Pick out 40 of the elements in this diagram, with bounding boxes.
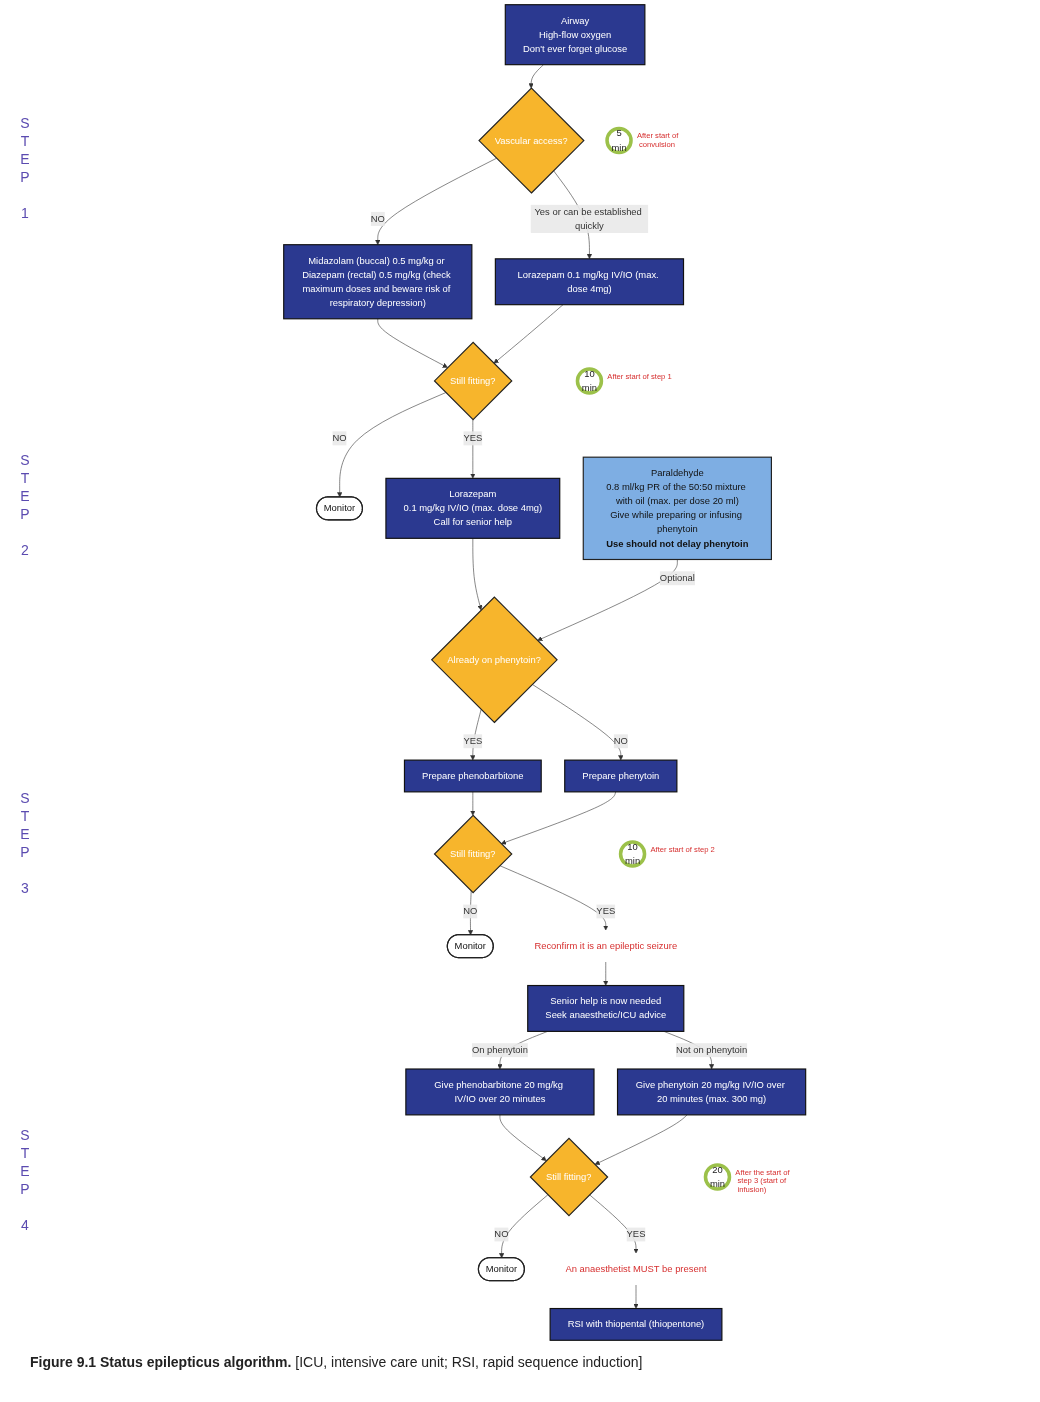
- node-diamond: Still fitting?: [434, 341, 513, 421]
- edge-label: NO: [614, 736, 629, 746]
- node-text: Reconfirm it is an epileptic seizure: [534, 940, 678, 951]
- edge-label: Optional: [660, 573, 696, 583]
- node-box: Prepare phenobarbitone: [404, 759, 543, 793]
- figure-caption: Figure 9.1 Status epilepticus algorithm. [ICU, intensive care unit; RSI, rapid sequence induction]: [29, 1353, 644, 1372]
- node-box: Paraldehyde 0.8 ml/kg PR of the 50:50 mixture with oil (max. per dose 20 ml) Give while preparing or infusing phenytoin Use should not delay phenytoin: [583, 456, 773, 561]
- node-diamond: Vascular access?: [478, 87, 585, 194]
- step-label: STEP 4: [17, 1127, 33, 1236]
- node-box: Prepare phenytoin: [564, 759, 678, 793]
- node-circle: 20 min: [704, 1163, 732, 1191]
- node-circle: 10 min: [576, 367, 604, 395]
- step-label: STEP 1: [17, 114, 33, 223]
- node-box: RSI with thiopental (thiopentone): [549, 1307, 723, 1341]
- step-label: STEP 3: [17, 789, 33, 898]
- node-box: Senior help is now needed Seek anaesthetic/ICU advice: [527, 984, 685, 1032]
- edge-label: Yes or can be established quickly: [534, 206, 643, 231]
- step-label: STEP 2: [17, 452, 33, 561]
- edge-label: YES: [463, 736, 483, 746]
- node-box: Give phenytoin 20 mg/kg IV/IO over 20 minutes (max. 300 mg): [617, 1068, 807, 1116]
- node-box: Midazolam (buccal) 0.5 mg/kg or Diazepam (rectal) 0.5 mg/kg (check maximum doses and beware risk of respiratory depression): [283, 244, 473, 320]
- node-diamond: Still fitting?: [529, 1137, 609, 1217]
- edge-label: On phenytoin: [472, 1044, 529, 1055]
- edge-label: YES: [626, 1229, 646, 1240]
- node-circle: 10 min: [619, 840, 647, 868]
- edge-label: YES: [596, 906, 616, 917]
- edge-label: NO: [332, 433, 347, 444]
- edge-label: YES: [463, 433, 483, 444]
- node-box: Give phenobarbitone 20 mg/kg IV/IO over 20 minutes: [405, 1068, 595, 1116]
- edge-label: NO: [494, 1229, 509, 1240]
- edge-label: NO: [463, 906, 478, 917]
- node-diamond: Still fitting?: [434, 814, 513, 894]
- edge-label: NO: [371, 213, 386, 224]
- node-text: An anaesthetist MUST be present: [565, 1263, 707, 1274]
- node-box: Lorazepam 0.1 mg/kg IV/IO (max. dose 4mg) Call for senior help: [385, 477, 561, 539]
- node-circle: 5 min: [605, 126, 634, 155]
- node-box: Airway High-flow oxygen Don't ever forget glucose: [505, 4, 646, 66]
- node-box: Lorazepam 0.1 mg/kg IV/IO (max. dose 4mg): [495, 258, 685, 306]
- node-diamond: Already on phenytoin?: [431, 596, 559, 724]
- edge-label: Not on phenytoin: [676, 1044, 748, 1055]
